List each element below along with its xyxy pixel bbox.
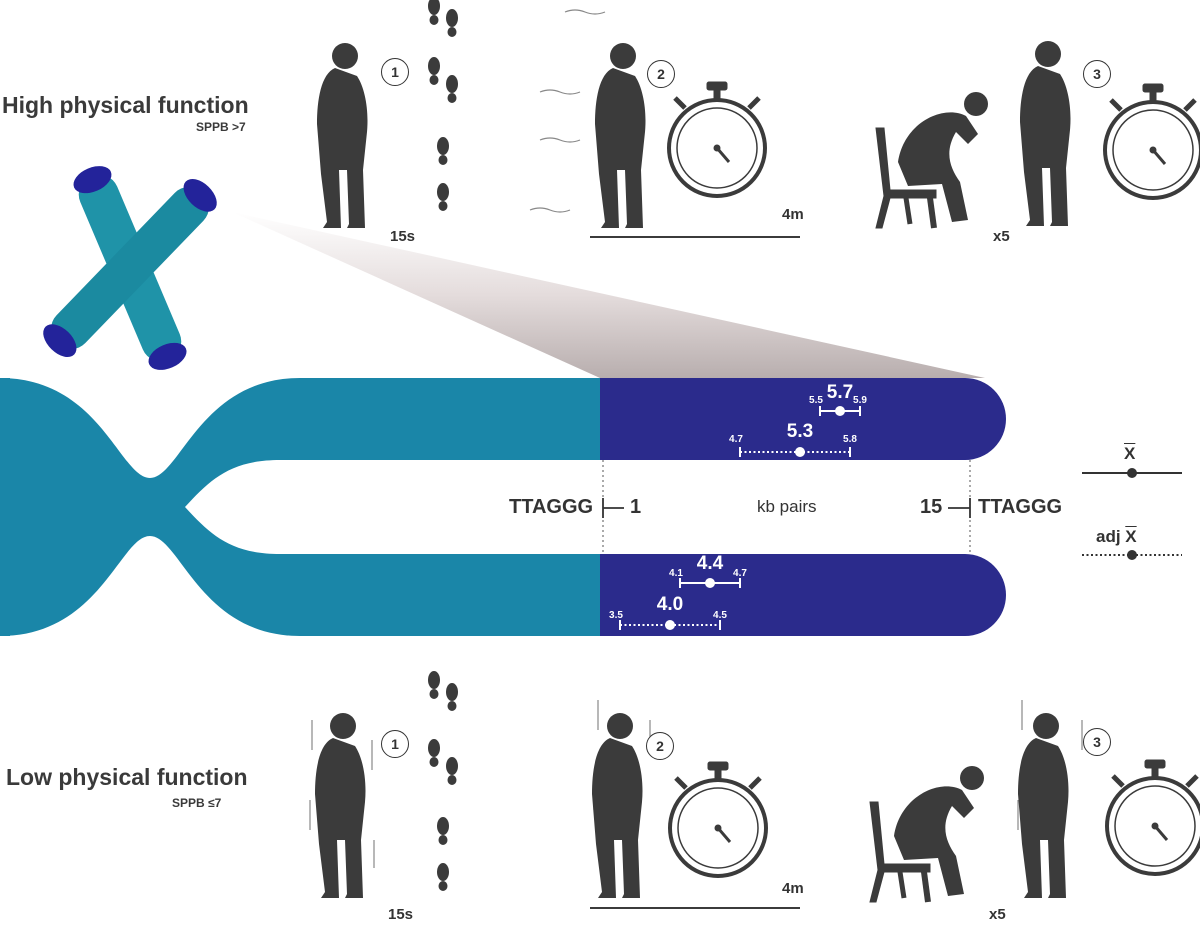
stopwatch-icon — [670, 762, 766, 876]
person-walk-low — [592, 713, 643, 898]
chromosome-icon — [43, 166, 217, 370]
interval-bound-label-high: 5.9 — [853, 395, 867, 406]
person-stand-high — [1020, 41, 1071, 226]
test-badge-gait-high: 2 — [647, 60, 675, 88]
legend-mean-label: X — [1124, 444, 1136, 463]
gait-distance-high: 4m — [782, 206, 804, 223]
person-crouch-high — [898, 92, 988, 222]
test-badge-chair-low: 3 — [1083, 728, 1111, 756]
scale-ticks — [602, 498, 971, 518]
legend-adjusted-mean-label: adj X — [1096, 527, 1137, 547]
interval-value-label: 5.3 — [786, 421, 814, 442]
person-balance-high — [317, 43, 368, 228]
interval-bound-label-high: 4.7 — [733, 568, 747, 579]
balance-duration-low: 15s — [388, 906, 414, 923]
legend-adj-symbol: X — [1125, 527, 1137, 546]
gait-distance-low: 4m — [782, 880, 804, 897]
footprints-low — [428, 671, 458, 891]
interval-point-low-mean — [705, 578, 715, 588]
balance-duration-high: 15s — [390, 228, 416, 245]
stopwatch-icon — [1105, 84, 1200, 198]
high-function-title: High physical function — [2, 92, 249, 118]
zoom-cone — [232, 212, 985, 378]
telomere-top — [600, 378, 1006, 460]
stopwatch-icon — [1107, 760, 1200, 874]
interval-bound-label-high: 5.8 — [843, 434, 857, 445]
motion-lines-high — [529, 9, 606, 213]
person-stand-low — [1018, 713, 1069, 898]
test-badge-chair-high: 3 — [1083, 60, 1111, 88]
interval-bound-label-low: 4.1 — [669, 568, 683, 579]
chromatid-body — [0, 378, 600, 636]
telomere-bottom — [600, 554, 1006, 636]
person-crouch-low — [894, 766, 984, 896]
telomere-repeat-right: TTAGGG — [978, 496, 1063, 518]
person-balance-low — [315, 713, 366, 898]
interval-point-low-adjusted — [665, 620, 675, 630]
footprints-high — [428, 0, 458, 211]
legend-adj-prefix: adj — [1096, 527, 1121, 546]
stopwatch-icon — [669, 82, 765, 196]
interval-point-high-adjusted — [795, 447, 805, 457]
telomere-repeat-left: TTAGGG — [509, 496, 594, 518]
low-function-subtitle: SPPB ≤7 — [172, 796, 222, 810]
interval-point-high-mean — [835, 406, 845, 416]
interval-bound-label-low: 4.7 — [729, 434, 743, 445]
interval-bound-label-low: 3.5 — [609, 610, 623, 621]
interval-value-label: 4.0 — [656, 594, 684, 615]
chair-reps-high: x5 — [993, 228, 1010, 245]
legend-marks — [1082, 468, 1182, 560]
test-badge-balance-low: 1 — [381, 730, 409, 758]
chair-reps-low: x5 — [989, 906, 1006, 923]
scale-end-label: 15 — [920, 496, 943, 518]
interval-bound-label-high: 4.5 — [713, 610, 727, 621]
interval-value-label: 5.7 — [826, 382, 854, 403]
scale-unit-label: kb pairs — [757, 497, 817, 516]
test-badge-balance-high: 1 — [381, 58, 409, 86]
interval-value-label: 4.4 — [696, 553, 724, 574]
low-function-title: Low physical function — [6, 764, 248, 790]
interval-bound-label-low: 5.5 — [809, 395, 823, 406]
test-badge-gait-low: 2 — [646, 732, 674, 760]
high-function-subtitle: SPPB >7 — [196, 120, 246, 134]
person-walk-high — [595, 43, 646, 228]
scale-start-label: 1 — [630, 496, 642, 518]
